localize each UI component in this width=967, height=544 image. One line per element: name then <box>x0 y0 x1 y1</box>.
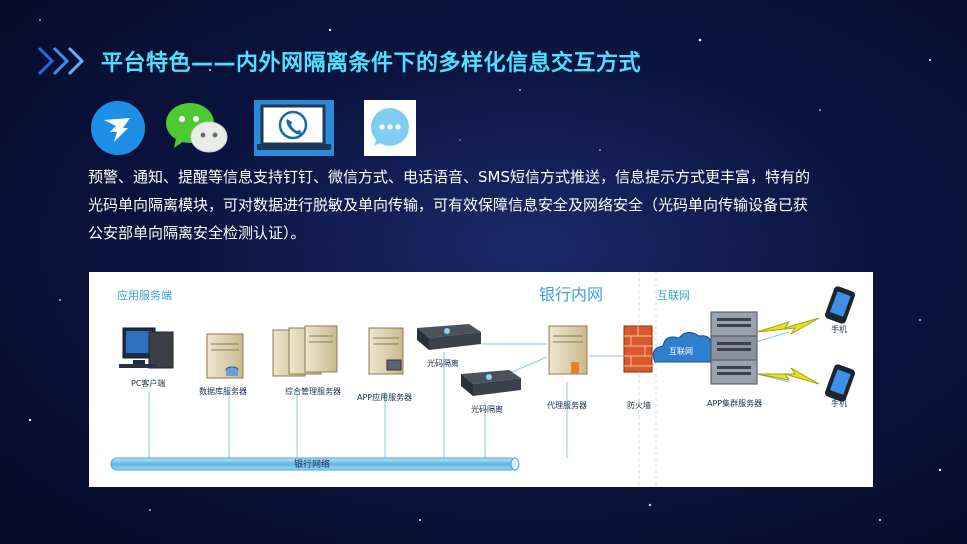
chevrons-icon <box>37 46 85 76</box>
firewall-node: 防火墙 <box>623 325 653 410</box>
optical-isolator-2-node: 光码隔离 <box>461 370 521 414</box>
db-server-node: 数据库服务器 <box>199 333 247 396</box>
phone-2-node: 手机 <box>824 364 856 408</box>
proxy-server-node: 代理服务器 <box>547 325 588 410</box>
optical-isolator-2-label: 光码隔离 <box>471 404 503 414</box>
description-line-2: 光码单向隔离模块，可对数据进行脱敏及单向传输，可有效保障信息安全及网络安全（光码… <box>88 196 809 214</box>
pc-client-node: PC客户端 <box>119 327 174 388</box>
zone-label-bank: 银行内网 <box>539 285 603 304</box>
page-title: 平台特色——内外网隔离条件下的多样化信息交互方式 <box>101 51 642 76</box>
network-diagram: 应用服务端 银行内网 互联网 银行网络 <box>89 272 873 487</box>
phone-1-node: 手机 <box>824 286 856 334</box>
sms-icon <box>364 100 416 156</box>
internet-cloud-node: 互联网 <box>652 332 717 363</box>
app-server-node: APP应用服务器 <box>357 327 412 402</box>
optical-isolator-1-node: 光码隔离 <box>417 324 481 368</box>
mgmt-server-label: 综合管理服务器 <box>285 386 341 396</box>
zone-label-app: 应用服务端 <box>117 288 172 302</box>
channel-icons <box>90 100 430 160</box>
page-header: 平台特色——内外网隔离条件下的多样化信息交互方式 <box>35 44 641 78</box>
wireless-bolt-1-icon <box>756 317 820 335</box>
optical-isolator-1-label: 光码隔离 <box>427 358 459 368</box>
internet-cloud-label: 互联网 <box>669 347 693 356</box>
app-cluster-node: APP集群服务器 <box>707 311 762 408</box>
description-line-1: 预警、通知、提醒等信息支持钉钉、微信方式、电话语音、SMS短信方式推送，信息提示… <box>88 168 810 186</box>
db-server-label: 数据库服务器 <box>199 386 247 396</box>
wireless-bolt-2-icon <box>756 367 820 385</box>
feature-description: 预警、通知、提醒等信息支持钉钉、微信方式、电话语音、SMS短信方式推送，信息提示… <box>88 163 888 247</box>
phone-2-label: 手机 <box>831 398 847 408</box>
network-diagram-canvas: 应用服务端 银行内网 互联网 银行网络 <box>110 272 856 487</box>
bank-network-label: 银行网络 <box>294 458 330 470</box>
firewall-label: 防火墙 <box>627 400 651 410</box>
pc-client-label: PC客户端 <box>131 378 165 388</box>
phone-1-label: 手机 <box>831 324 847 334</box>
bank-network-bus: 银行网络 <box>110 457 520 471</box>
phone-call-icon <box>254 100 334 156</box>
dingtalk-icon <box>91 101 145 155</box>
wechat-icon <box>166 103 228 153</box>
description-line-3: 公安部单向隔离安全检测认证）。 <box>88 224 306 242</box>
management-servers-node: 综合管理服务器 <box>272 325 341 396</box>
app-server-label: APP应用服务器 <box>357 392 412 402</box>
app-cluster-label: APP集群服务器 <box>707 398 762 408</box>
proxy-server-label: 代理服务器 <box>547 400 587 410</box>
zone-label-internet: 互联网 <box>657 289 690 302</box>
